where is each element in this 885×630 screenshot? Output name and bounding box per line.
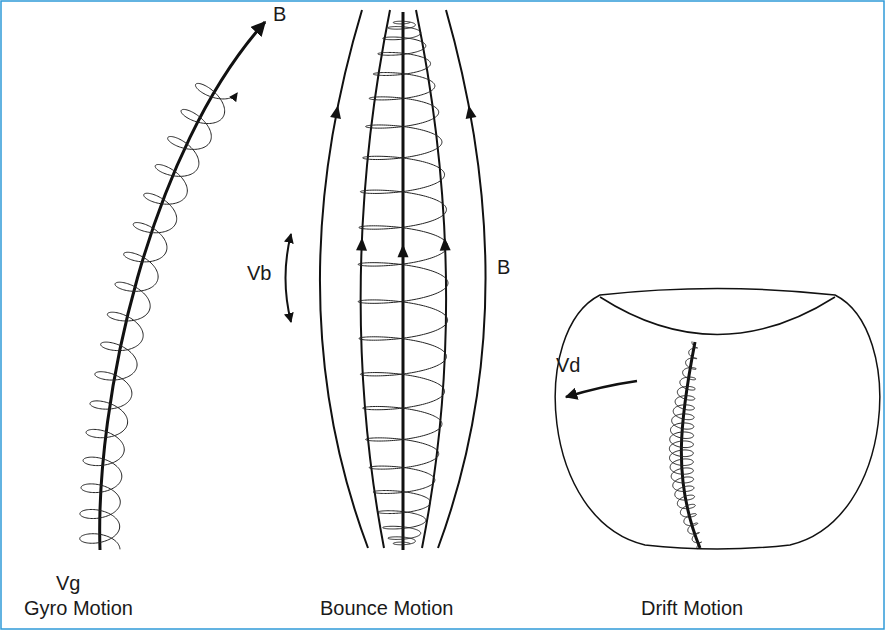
velocity-label: Vd <box>556 354 580 377</box>
bounce-arrow <box>286 234 292 322</box>
magnetosphere-shell <box>555 289 880 550</box>
field-arrowhead <box>330 105 341 119</box>
field-label: B <box>273 3 286 26</box>
caption-label: Bounce Motion <box>320 597 453 620</box>
field-label: B <box>497 256 510 279</box>
velocity-label: Vb <box>247 262 271 285</box>
field-arrowhead <box>398 244 409 257</box>
field-line <box>361 10 390 548</box>
field-arrowhead <box>440 237 451 250</box>
drift-helix <box>669 341 701 549</box>
drift-arrow <box>566 381 637 397</box>
shell-rim <box>600 297 835 335</box>
velocity-label: Vg <box>56 572 80 595</box>
caption-label: Drift Motion <box>641 597 743 620</box>
field-line <box>100 22 265 550</box>
bounce-helix <box>358 21 448 545</box>
field-arrowhead <box>466 105 477 119</box>
field-line <box>402 12 405 550</box>
gyro-helix <box>80 83 237 549</box>
caption-label: Gyro Motion <box>24 597 133 620</box>
field-arrowhead <box>356 237 367 250</box>
